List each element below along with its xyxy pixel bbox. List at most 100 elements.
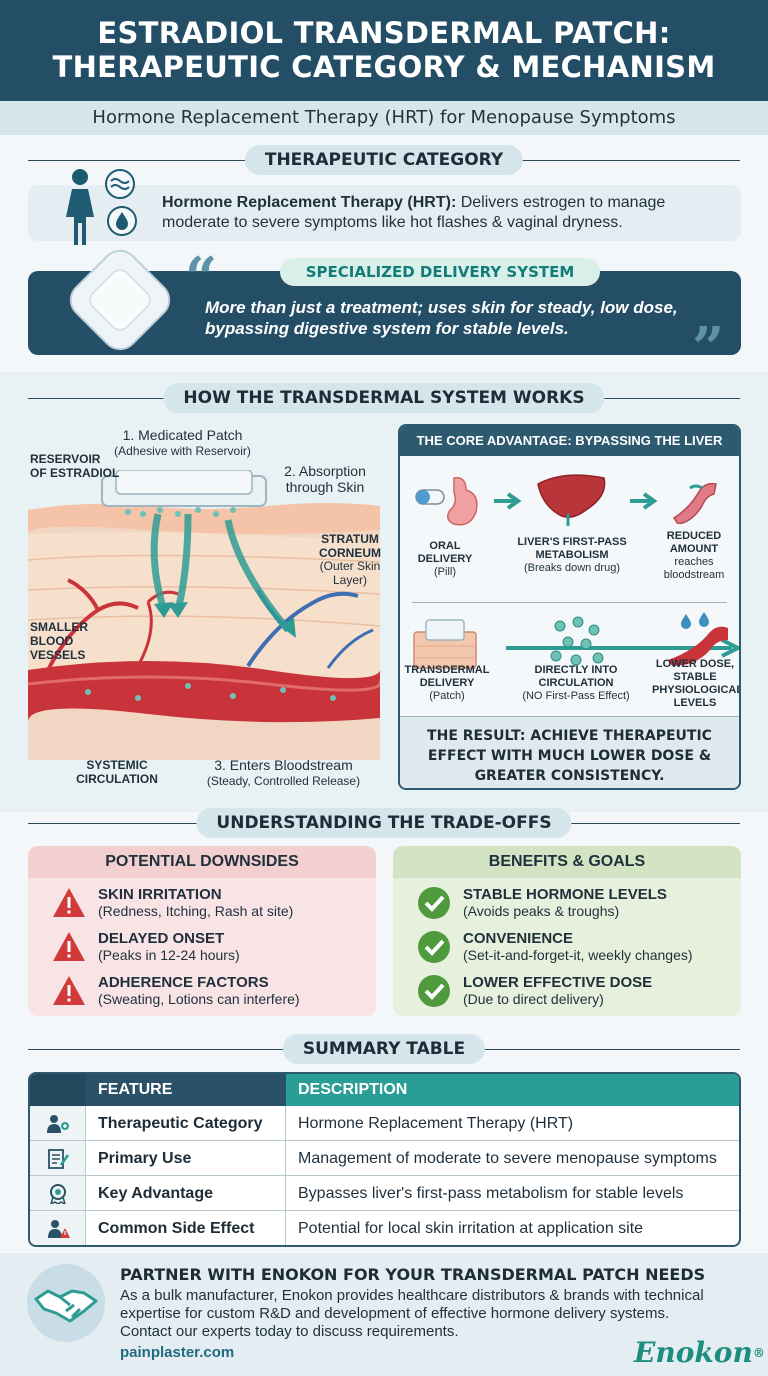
- benefit-subtitle: (Due to direct delivery): [463, 991, 604, 1007]
- oral-delivery-subtitle: (Pill): [434, 566, 456, 578]
- section-pill: SUMMARY TABLE: [282, 1034, 486, 1064]
- patch-icon: [69, 249, 171, 351]
- page-title: ESTRADIOL TRANSDERMAL PATCH: THERAPEUTIC…: [0, 0, 768, 84]
- award-badge-icon: [50, 1184, 66, 1204]
- benefit-subtitle: (Set-it-and-forget-it, weekly changes): [463, 947, 693, 963]
- downside-item: ADHERENCE FACTORS(Sweating, Lotions can …: [98, 974, 300, 1008]
- handshake-icon: [27, 1264, 105, 1342]
- notepad-icon: [48, 1149, 70, 1169]
- section-title-tradeoffs: UNDERSTANDING THE TRADE-OFFS: [28, 808, 740, 838]
- benefit-item: STABLE HORMONE LEVELS(Avoids peaks & tro…: [463, 886, 667, 920]
- skin-cross-section-diagram: [28, 470, 380, 760]
- downside-subtitle: (Sweating, Lotions can interfere): [98, 991, 300, 1007]
- table-row: Common Side Effect Potential for local s…: [30, 1211, 739, 1245]
- feature-cell: Therapeutic Category: [86, 1106, 286, 1140]
- lower-dose-label: LOWER DOSE, STABLE PHYSIOLOGICAL LEVELS: [652, 658, 741, 710]
- title-line-2: THERAPEUTIC CATEGORY & MECHANISM: [52, 50, 716, 84]
- direct-circulation-label: DIRECTLY INTO CIRCULATION(NO First-Pass …: [506, 664, 646, 703]
- transdermal-delivery-label: TRANSDERMAL DELIVERY(Patch): [404, 664, 490, 703]
- delivery-system-title: SPECIALIZED DELIVERY SYSTEM: [280, 258, 600, 286]
- summary-table: FEATURE DESCRIPTION Therapeutic Category…: [28, 1072, 741, 1247]
- row-icon-cell: [30, 1211, 86, 1245]
- systemic-circulation-label: SYSTEMIC CIRCULATION: [76, 758, 158, 786]
- partner-title: PARTNER WITH ENOKON FOR YOUR TRANSDERMAL…: [120, 1265, 706, 1284]
- direct-circulation-title: DIRECTLY INTO CIRCULATION: [534, 664, 618, 689]
- downside-title: ADHERENCE FACTORS: [98, 974, 269, 991]
- logo-text: Enokon: [634, 1336, 753, 1369]
- downside-subtitle: (Peaks in 12-24 hours): [98, 947, 240, 963]
- warning-icon: [53, 888, 85, 917]
- oral-delivery-title: ORAL DELIVERY: [417, 540, 473, 565]
- droplet-icon: [107, 206, 137, 236]
- blood-vessels-label: SMALLER BLOOD VESSELS: [30, 620, 88, 662]
- therapeutic-category-card: Hormone Replacement Therapy (HRT): Deliv…: [28, 169, 741, 245]
- patch-on-skin-icon: [413, 619, 477, 669]
- downside-item: SKIN IRRITATION(Redness, Itching, Rash a…: [98, 886, 293, 920]
- pill-stomach-icon: [415, 477, 478, 526]
- downside-item: DELAYED ONSET(Peaks in 12-24 hours): [98, 930, 240, 964]
- reservoir-label: RESERVOIR OF ESTRADIOL: [30, 452, 120, 480]
- partner-website-link[interactable]: painplaster.com: [120, 1344, 235, 1361]
- feature-cell: Key Advantage: [86, 1176, 286, 1210]
- benefit-subtitle: (Avoids peaks & troughs): [463, 903, 620, 919]
- warning-icon: [53, 976, 85, 1005]
- blood-vessel-icon: [672, 482, 717, 524]
- benefit-title: CONVENIENCE: [463, 930, 574, 947]
- category-lead: Hormone Replacement Therapy (HRT):: [162, 194, 457, 211]
- stratum-corneum-subtitle: (Outer Skin Layer): [319, 559, 381, 587]
- core-advantage-result: THE RESULT: ACHIEVE THERAPEUTIC EFFECT W…: [400, 716, 739, 788]
- transdermal-delivery-title: TRANSDERMAL DELIVERY: [404, 664, 490, 689]
- check-icon: [418, 931, 450, 963]
- lower-dose-title: LOWER DOSE, STABLE PHYSIOLOGICAL LEVELS: [652, 658, 741, 709]
- liver-metabolism-subtitle: (Breaks down drug): [524, 562, 620, 574]
- table-row: Primary Use Management of moderate to se…: [30, 1141, 739, 1176]
- step-2-title: 2. Absorption through Skin: [284, 463, 366, 495]
- benefit-title: LOWER EFFECTIVE DOSE: [463, 974, 653, 991]
- partner-footer: PARTNER WITH ENOKON FOR YOUR TRANSDERMAL…: [0, 1253, 768, 1376]
- enokon-logo: Enokon®: [634, 1337, 765, 1369]
- person-warning-icon: [48, 1220, 70, 1238]
- description-cell: Bypasses liver's first-pass metabolism f…: [298, 1185, 684, 1202]
- downsides-title: POTENTIAL DOWNSIDES: [28, 846, 376, 878]
- title-line-1: ESTRADIOL TRANSDERMAL PATCH:: [97, 16, 671, 50]
- table-row: Key Advantage Bypasses liver's first-pas…: [30, 1176, 739, 1211]
- direct-circulation-subtitle: (NO First-Pass Effect): [522, 690, 630, 702]
- reduced-amount-subtitle: reaches bloodstream: [663, 556, 725, 581]
- reduced-amount-title: REDUCED AMOUNT: [666, 530, 722, 555]
- liver-metabolism-title: LIVER'S FIRST-PASS METABOLISM: [517, 536, 627, 561]
- downside-title: DELAYED ONSET: [98, 930, 225, 947]
- oral-delivery-label: ORAL DELIVERY(Pill): [410, 540, 480, 579]
- step-3-title: 3. Enters Bloodstream: [214, 757, 353, 773]
- row-icon-cell: [30, 1141, 86, 1175]
- open-quote-icon: “: [185, 245, 218, 311]
- feature-cell: Common Side Effect: [86, 1211, 286, 1245]
- step-1-title: 1. Medicated Patch: [122, 427, 243, 443]
- transdermal-delivery-subtitle: (Patch): [429, 690, 465, 702]
- section-title-therapeutic-category: THERAPEUTIC CATEGORY: [28, 145, 740, 175]
- warning-icon: [53, 932, 85, 961]
- woman-icon: [66, 169, 94, 245]
- arrow-right-icon: [494, 492, 522, 510]
- description-cell: Management of moderate to severe menopau…: [298, 1150, 717, 1167]
- partner-body: As a bulk manufacturer, Enokon provides …: [120, 1287, 704, 1340]
- feature-cell: Primary Use: [86, 1141, 286, 1175]
- page-subtitle: Hormone Replacement Therapy (HRT) for Me…: [0, 101, 768, 135]
- liver-icon: [537, 474, 606, 526]
- molecules-icon: [550, 616, 604, 666]
- description-cell: Hormone Replacement Therapy (HRT): [298, 1115, 574, 1132]
- category-description: Delivers estrogen to manage moderate to …: [162, 194, 666, 231]
- table-row: Therapeutic Category Hormone Replacement…: [30, 1106, 739, 1141]
- section-pill: THERAPEUTIC CATEGORY: [244, 145, 524, 175]
- divider: [412, 602, 727, 603]
- therapeutic-category-text: Hormone Replacement Therapy (HRT): Deliv…: [162, 193, 725, 233]
- header-icon-cell: [30, 1074, 86, 1106]
- benefit-title: STABLE HORMONE LEVELS: [463, 886, 667, 903]
- section-title-how-it-works: HOW THE TRANSDERMAL SYSTEM WORKS: [28, 383, 740, 413]
- description-cell: Potential for local skin irritation at a…: [298, 1220, 644, 1237]
- core-advantage-panel: THE CORE ADVANTAGE: BYPASSING THE LIVER …: [398, 424, 741, 790]
- delivery-system-text: More than just a treatment; uses skin fo…: [205, 298, 678, 338]
- header-banner: ESTRADIOL TRANSDERMAL PATCH: THERAPEUTIC…: [0, 0, 768, 101]
- section-pill: HOW THE TRANSDERMAL SYSTEM WORKS: [163, 383, 605, 413]
- section-pill: UNDERSTANDING THE TRADE-OFFS: [196, 808, 572, 838]
